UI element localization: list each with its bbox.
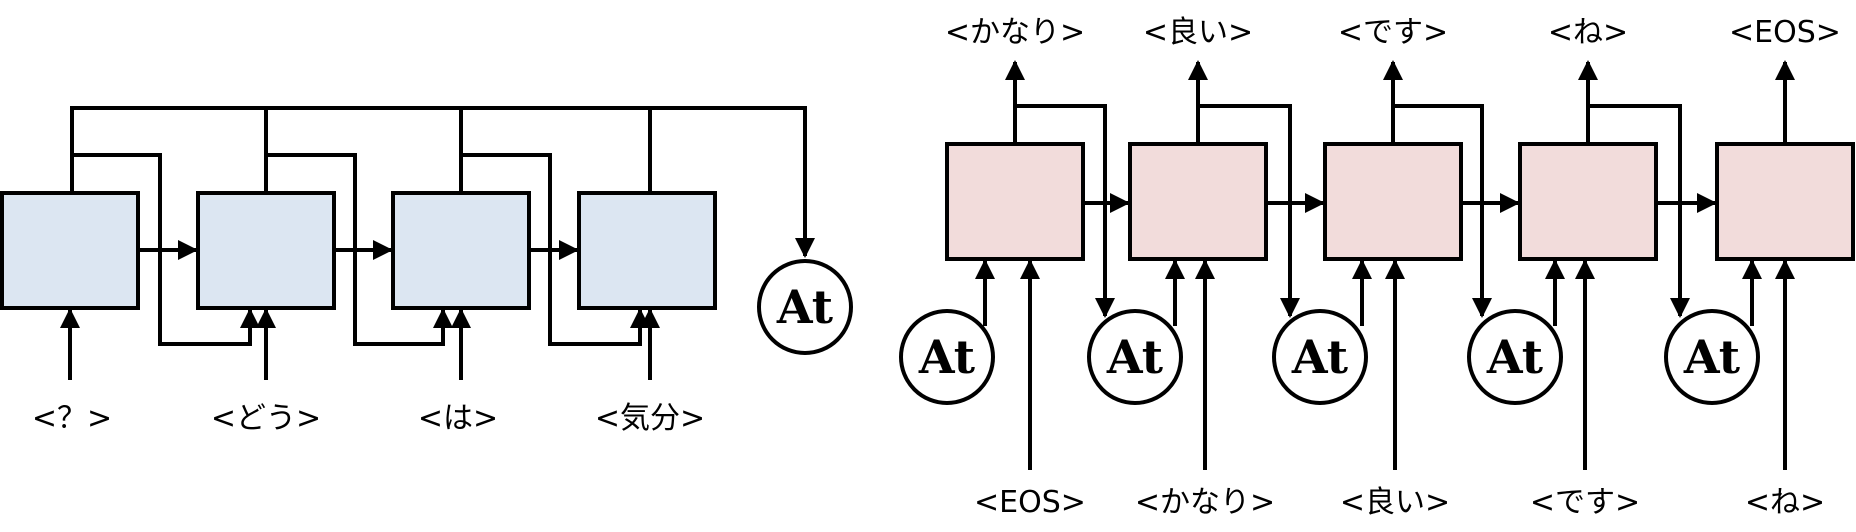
decoder-input-label: <かなり> <box>1135 485 1275 520</box>
encoder-feedback-loop <box>266 153 453 346</box>
decoder-attention-label: At <box>1291 330 1349 384</box>
decoder-cell-4 <box>1518 142 1658 261</box>
decoder-output-label: <です> <box>1338 15 1448 50</box>
encoder-feedback-loop <box>461 153 650 346</box>
encoder-attention-label: At <box>776 280 834 334</box>
decoder-cell-3 <box>1323 142 1463 261</box>
state-to-attention-loop <box>1198 104 1300 318</box>
decoder-input-label: <ね> <box>1745 485 1825 520</box>
decoder: At At At At At <かなり> <良い> <です> <ね> <EOS>… <box>899 15 1855 520</box>
encoder-input-label: <どう> <box>211 401 321 436</box>
decoder-input-label: <良い> <box>1340 485 1450 520</box>
encoder-cell-3 <box>391 191 531 310</box>
decoder-attention-label: At <box>1486 330 1544 384</box>
encoder-input-label: <は> <box>418 401 498 436</box>
decoder-attention-label: At <box>1683 330 1741 384</box>
decoder-cell-2 <box>1128 142 1268 261</box>
encoder-attention-circle <box>757 259 853 355</box>
decoder-input-label: <EOS> <box>974 485 1086 520</box>
decoder-attention-circle <box>1467 309 1563 405</box>
state-to-attention-loop <box>1393 104 1492 318</box>
decoder-cell-5 <box>1715 142 1855 261</box>
state-to-attention-loop <box>1015 104 1115 318</box>
decoder-input-label: <です> <box>1530 485 1640 520</box>
decoder-attention-circle <box>1087 309 1183 405</box>
decoder-cell-1 <box>945 142 1085 261</box>
encoder-state-bus <box>70 106 815 258</box>
encoder-feedback-loop <box>72 153 260 346</box>
decoder-output-label: <ね> <box>1548 15 1628 50</box>
decoder-attention-circle <box>899 309 995 405</box>
encoder-cell-2 <box>196 191 336 310</box>
decoder-output-label: <良い> <box>1143 15 1253 50</box>
decoder-attention-circle <box>1272 309 1368 405</box>
encoder-cell-4 <box>577 191 717 310</box>
encoder-input-label: <？> <box>32 401 112 436</box>
encoder-cell-1 <box>0 191 140 310</box>
encoder: At <？> <どう> <は> <気分> <box>0 106 853 436</box>
decoder-attention-circle <box>1664 309 1760 405</box>
decoder-output-label: <EOS> <box>1729 15 1841 50</box>
decoder-attention-label: At <box>918 330 976 384</box>
decoder-output-label: <かなり> <box>945 15 1085 50</box>
encoder-input-label: <気分> <box>595 401 705 436</box>
decoder-attention-label: At <box>1106 330 1164 384</box>
state-to-attention-loop <box>1588 104 1690 318</box>
